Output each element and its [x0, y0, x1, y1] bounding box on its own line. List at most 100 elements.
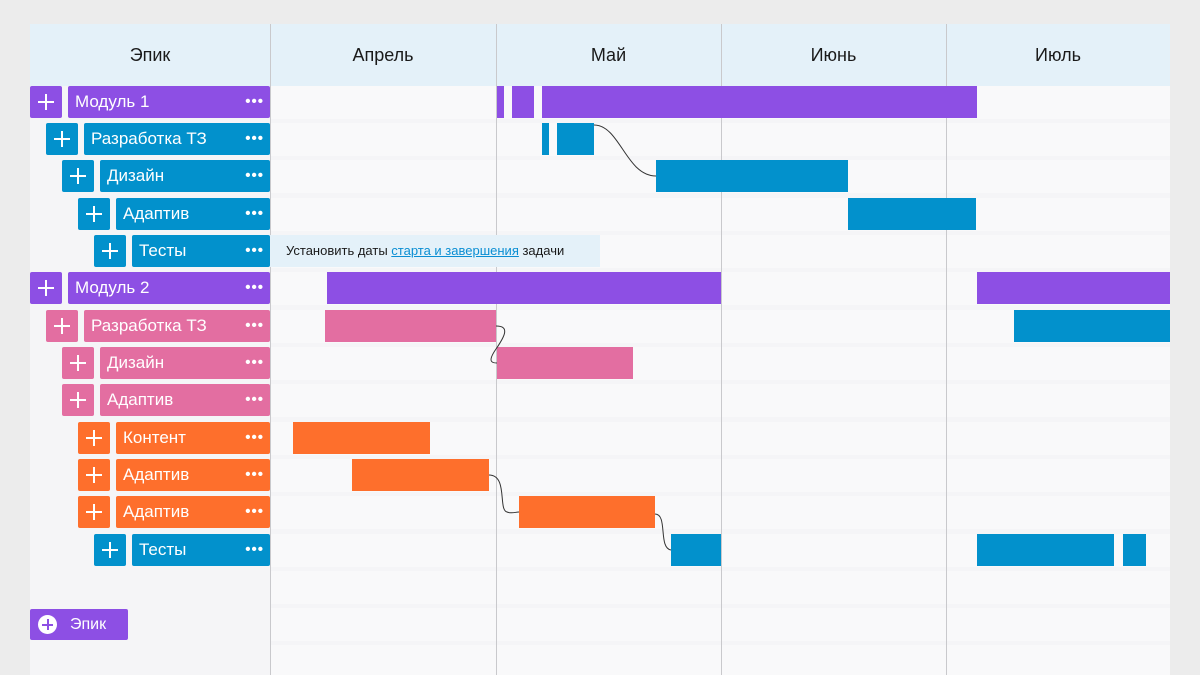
epic-item[interactable]: Разработка ТЗ ••• — [84, 123, 270, 155]
more-dots-icon[interactable]: ••• — [245, 541, 264, 558]
row-stripe — [270, 571, 1170, 604]
epic-item[interactable]: Адаптив ••• — [116, 198, 270, 230]
task-bar-tests-2[interactable] — [671, 534, 721, 566]
epic-item-label: Контент — [123, 428, 186, 447]
task-bar-adaptive[interactable] — [848, 198, 976, 230]
header-month-july: Июль — [1035, 45, 1081, 65]
task-bar-adaptive-3[interactable] — [519, 496, 655, 528]
add-subtask-button[interactable] — [62, 160, 94, 192]
epic-item-label: Разработка ТЗ — [91, 129, 207, 148]
task-bar-design-2[interactable] — [497, 347, 633, 379]
more-dots-icon[interactable]: ••• — [245, 242, 264, 259]
hint-text-before: Установить даты — [286, 243, 392, 258]
dependency-link — [654, 513, 672, 551]
add-subtask-button[interactable] — [94, 235, 126, 267]
more-dots-icon[interactable]: ••• — [245, 279, 264, 296]
gantt-app: Эпик Апрель Май Июнь Июль — [30, 24, 1170, 675]
task-bar-adaptive-2[interactable] — [352, 459, 489, 491]
row-stripe — [270, 384, 1170, 417]
task-bar-module-1[interactable] — [542, 86, 977, 118]
header-epic: Эпик — [129, 45, 171, 65]
add-subtask-button[interactable] — [62, 384, 94, 416]
column-divider — [270, 24, 271, 675]
hint-text-after: задачи — [518, 243, 565, 258]
epic-item-label: Модуль 1 — [75, 92, 150, 111]
add-epic-label: Эпик — [70, 616, 107, 633]
epic-item[interactable]: Модуль 2 ••• — [68, 272, 270, 304]
epic-item[interactable]: Разработка ТЗ ••• — [84, 310, 270, 342]
row-stripe — [270, 645, 1170, 675]
add-subtask-button[interactable] — [46, 310, 78, 342]
set-dates-link[interactable]: старта и завершения — [391, 243, 519, 258]
epic-item-label: Адаптив — [107, 390, 174, 409]
task-bar-spec[interactable] — [542, 123, 549, 155]
header-month-june: Июнь — [810, 45, 857, 65]
dependency-link — [490, 325, 506, 364]
more-dots-icon[interactable]: ••• — [245, 503, 264, 520]
task-bar-spec-2[interactable] — [325, 310, 496, 342]
task-bar-tests-2[interactable] — [977, 534, 1114, 566]
more-dots-icon[interactable]: ••• — [245, 205, 264, 222]
epic-item-label: Тесты — [139, 540, 187, 559]
epic-item[interactable]: Тесты ••• — [132, 235, 270, 267]
header-month-may: Май — [590, 45, 627, 65]
more-dots-icon[interactable]: ••• — [245, 429, 264, 446]
dependency-links — [488, 124, 672, 551]
timeline-header: Эпик Апрель Май Июнь Июль — [30, 24, 1170, 86]
epic-item[interactable]: Адаптив ••• — [100, 384, 270, 416]
more-dots-icon[interactable]: ••• — [245, 93, 264, 110]
epic-item-label: Дизайн — [107, 353, 165, 372]
row-stripe — [270, 608, 1170, 641]
add-subtask-button[interactable] — [78, 459, 110, 491]
add-epic-button[interactable]: Эпик — [30, 609, 128, 640]
more-dots-icon[interactable]: ••• — [245, 391, 264, 408]
more-dots-icon[interactable]: ••• — [245, 317, 264, 334]
epic-item[interactable]: Дизайн ••• — [100, 347, 270, 379]
dependency-link — [593, 124, 657, 177]
column-divider — [496, 24, 497, 675]
task-bar-design[interactable] — [656, 160, 848, 192]
column-divider — [946, 24, 947, 675]
more-dots-icon[interactable]: ••• — [245, 466, 264, 483]
epic-item-label: Адаптив — [123, 502, 190, 521]
header-month-april: Апрель — [352, 45, 414, 65]
column-divider — [721, 24, 722, 675]
task-bar-spec[interactable] — [557, 123, 594, 155]
epic-item[interactable]: Дизайн ••• — [100, 160, 270, 192]
task-bar-tests-2[interactable] — [1123, 534, 1146, 566]
more-dots-icon[interactable]: ••• — [245, 167, 264, 184]
epic-item-label: Модуль 2 — [75, 278, 150, 297]
add-subtask-button[interactable] — [78, 496, 110, 528]
set-dates-hint: Установить даты старта и завершения зада… — [270, 235, 600, 267]
more-dots-icon[interactable]: ••• — [245, 130, 264, 147]
add-subtask-button[interactable] — [30, 272, 62, 304]
add-subtask-button[interactable] — [30, 86, 62, 118]
add-subtask-button[interactable] — [78, 198, 110, 230]
row-stripe — [270, 198, 1170, 231]
more-dots-icon[interactable]: ••• — [245, 354, 264, 371]
add-subtask-button[interactable] — [62, 347, 94, 379]
row-stripe — [270, 496, 1170, 529]
task-bar-module-1[interactable] — [497, 86, 504, 118]
epic-item-label: Адаптив — [123, 465, 190, 484]
epic-item[interactable]: Модуль 1 ••• — [68, 86, 270, 118]
plus-circle-icon — [38, 615, 57, 634]
epic-item[interactable]: Адаптив ••• — [116, 459, 270, 491]
epic-item-label: Тесты — [139, 241, 187, 260]
task-bar-spec-2-blue[interactable] — [1014, 310, 1170, 342]
epic-item-label: Разработка ТЗ — [91, 316, 207, 335]
epic-item[interactable]: Тесты ••• — [132, 534, 270, 566]
add-subtask-button[interactable] — [78, 422, 110, 454]
epic-item[interactable]: Адаптив ••• — [116, 496, 270, 528]
epic-item[interactable]: Контент ••• — [116, 422, 270, 454]
epic-item-label: Адаптив — [123, 204, 190, 223]
dependency-link — [488, 474, 520, 514]
task-bar-module-2[interactable] — [327, 272, 721, 304]
add-subtask-button[interactable] — [94, 534, 126, 566]
task-bar-content[interactable] — [293, 422, 430, 454]
add-subtask-button[interactable] — [46, 123, 78, 155]
task-bar-module-1[interactable] — [512, 86, 534, 118]
epic-item-label: Дизайн — [107, 166, 165, 185]
task-bar-module-2[interactable] — [977, 272, 1170, 304]
row-stripe — [270, 123, 1170, 156]
